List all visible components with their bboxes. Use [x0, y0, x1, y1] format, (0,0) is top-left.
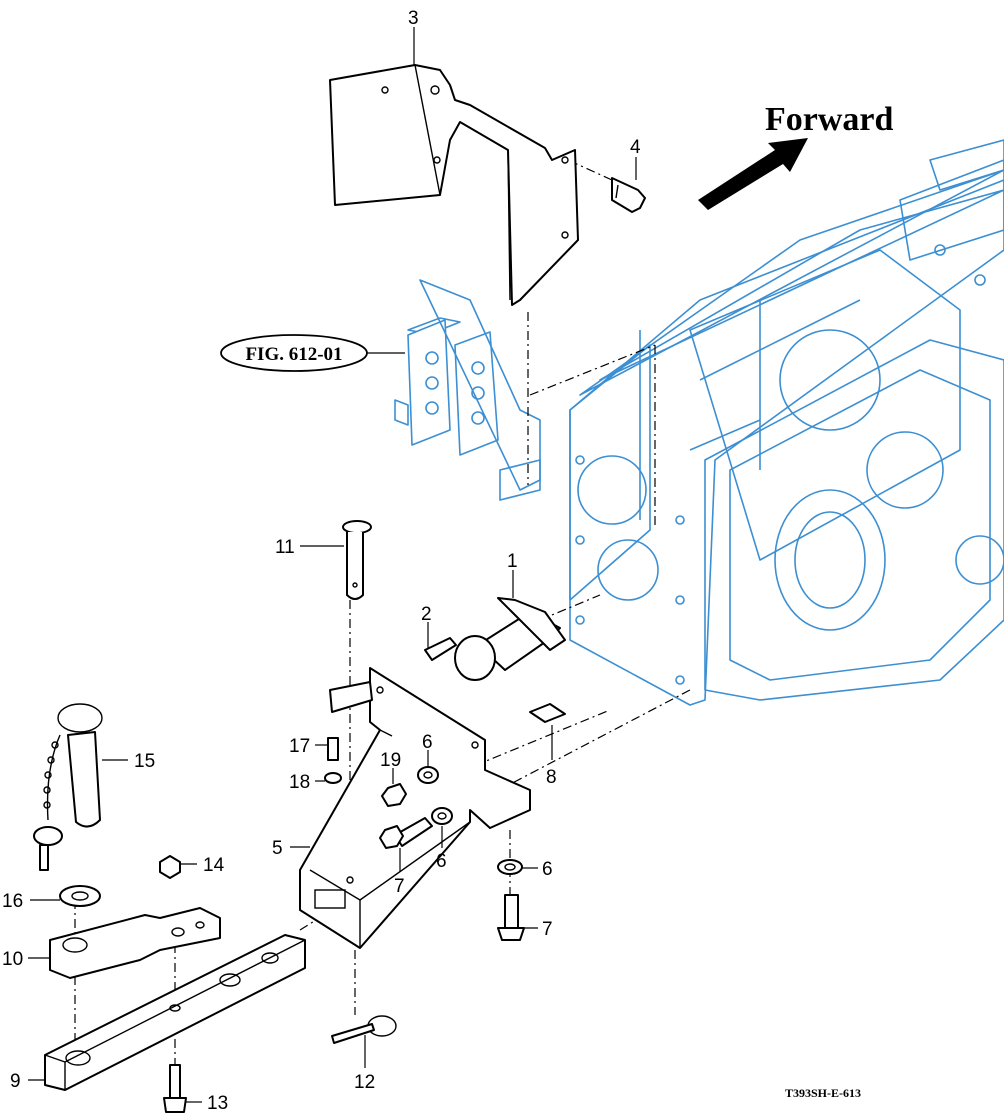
figure-reference-bubble: FIG. 612-01 [220, 334, 405, 372]
hardware-parts [324, 737, 525, 941]
callout-8: 8 [546, 767, 557, 788]
washer-16 [59, 885, 101, 907]
callout-2: 2 [421, 604, 432, 625]
callout-10: 10 [2, 949, 23, 970]
callout-7a: 7 [394, 876, 405, 897]
callout-14: 14 [203, 855, 225, 876]
callout-6a: 6 [422, 732, 433, 753]
callout-19-number: 19 [380, 750, 401, 771]
callout-9: 9 [10, 1071, 21, 1092]
callout-13: 13 [207, 1093, 228, 1114]
drawbar-9 [44, 934, 306, 1091]
callout-numbers: 3 4 1 2 11 15 8 17 18 19 6 6 6 7 6 7 14 … [2, 8, 641, 1114]
drawbar-bracket [299, 667, 531, 949]
bolt-13 [163, 1064, 187, 1113]
dowel-8 [529, 703, 566, 723]
callout-3: 3 [408, 8, 419, 29]
callout-11: 11 [275, 537, 295, 558]
figure-reference-text: FIG. 612-01 [245, 344, 342, 365]
pin-11 [342, 520, 372, 600]
callout-4: 4 [630, 137, 641, 158]
lynch-pin-12 [331, 1015, 397, 1044]
cover-bracket [329, 64, 579, 306]
hitch-pin-15 [33, 703, 103, 871]
callout-6b: 6 [436, 851, 447, 872]
callout-12: 12 [354, 1072, 375, 1093]
sleeve-1 [454, 597, 566, 681]
callout-6c: 6 [542, 859, 553, 880]
forward-arrow [698, 138, 808, 210]
callout-15: 15 [134, 751, 155, 772]
leader-lines [28, 27, 637, 1103]
drawbar-link-10 [49, 907, 221, 979]
callout-17: 17 [289, 736, 310, 757]
callout-16: 16 [2, 891, 23, 912]
front-weight-assembly [394, 279, 541, 501]
bolt-2 [424, 637, 457, 661]
transmission-housing [569, 139, 1004, 706]
callout-5-number: 5 [272, 838, 283, 859]
callout-7b: 7 [542, 919, 553, 940]
nut-14 [159, 855, 181, 879]
bolt-4 [611, 177, 646, 213]
callout-18: 18 [289, 772, 310, 793]
diagram-code: T393SH-E-613 [785, 1086, 861, 1100]
forward-label: Forward [765, 101, 894, 138]
callout-1: 1 [507, 551, 518, 572]
